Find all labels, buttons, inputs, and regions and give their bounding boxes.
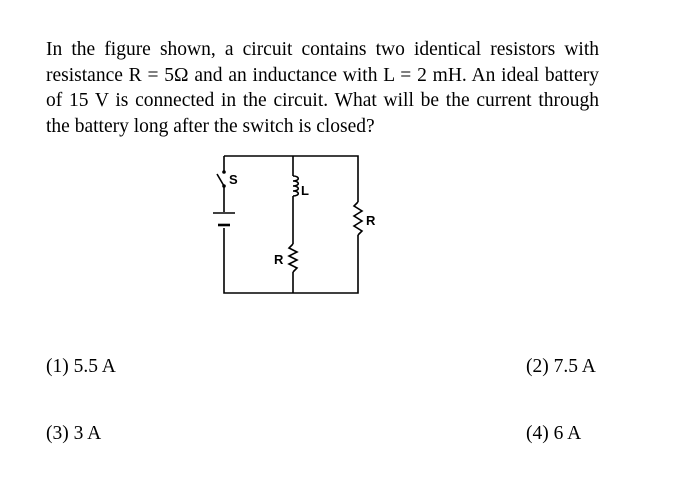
option-4[interactable]: (4) 6 A (526, 423, 582, 444)
middle-resistor-label: R (274, 252, 284, 267)
option-1[interactable]: (1) 5.5 A (46, 356, 116, 377)
switch-contact-top (222, 170, 226, 174)
option-2[interactable]: (2) 7.5 A (526, 356, 596, 377)
right-resistor (352, 201, 364, 236)
inductor-coil (292, 175, 300, 197)
switch-blade (216, 173, 225, 187)
top-wire (224, 155, 359, 202)
question-text: In the figure shown, a circuit contains … (46, 39, 599, 137)
switch-contact-bottom (222, 184, 226, 188)
middle-resistor (287, 243, 299, 273)
switch-label: S (229, 172, 238, 187)
circuit-diagram: S L R R (213, 155, 376, 294)
inductor-label: L (301, 183, 309, 198)
bottom-wire (223, 228, 359, 294)
right-resistor-label: R (366, 213, 376, 228)
option-3[interactable]: (3) 3 A (46, 423, 102, 444)
